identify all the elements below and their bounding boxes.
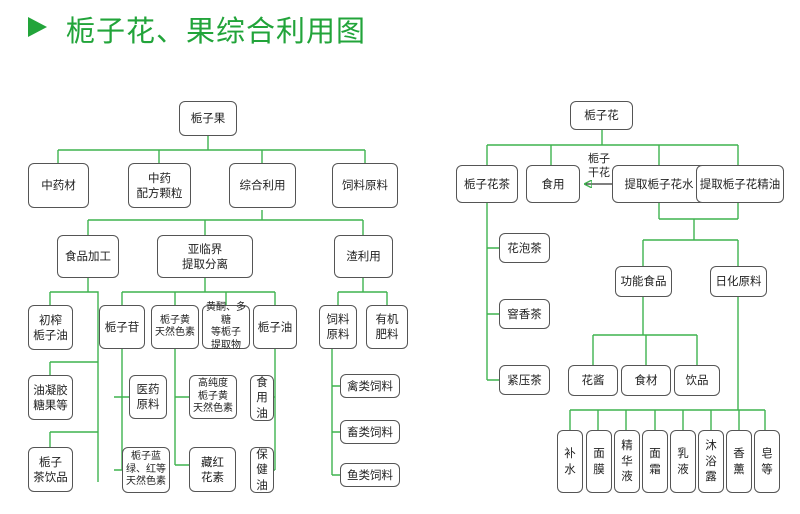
dried-flower-label: 栀子 干花 <box>588 152 610 179</box>
gardenia-yellow-box: 栀子黄 天然色素 <box>151 305 199 349</box>
compressed-tea-box: 紧压茶 <box>499 365 550 395</box>
feed-material-box: 饲料原料 <box>332 163 398 208</box>
tcm-material-box: 中药材 <box>28 163 89 208</box>
tcm-granules-box: 中药 配方颗粒 <box>128 163 191 208</box>
blue-green-pigment-box: 栀子蓝 绿、红等 天然色素 <box>122 447 170 493</box>
fish-feed-box: 鱼类饲料 <box>340 463 400 487</box>
brewed-tea-box: 花泡茶 <box>499 233 550 263</box>
flavonoid-extract-box: 黄酮、多糖 等栀子 提取物 <box>202 302 250 351</box>
pharma-material-box: 医药 原料 <box>129 375 167 419</box>
body-wash-box: 沐 浴 露 <box>698 430 724 493</box>
edible-oil-box: 食 用 油 <box>250 375 274 421</box>
gardenoside-box: 栀子苷 <box>99 305 145 349</box>
title-arrow-icon <box>28 17 47 37</box>
food-ingredient-box: 食材 <box>621 365 671 396</box>
face-mask-box: 面 膜 <box>586 430 612 493</box>
comprehensive-use-box: 综合利用 <box>229 163 296 208</box>
essence-box: 精 华 液 <box>614 430 640 493</box>
food-processing-box: 食品加工 <box>57 235 119 278</box>
essential-oil-box: 提取栀子花精油 <box>696 165 784 203</box>
residue-feed-box: 饲料 原料 <box>319 305 357 349</box>
flower-root-box: 栀子花 <box>570 101 633 130</box>
organic-fertilizer-box: 有机 肥料 <box>366 305 408 349</box>
edible-box: 食用 <box>526 165 580 203</box>
virgin-gardenia-oil-box: 初榨 栀子油 <box>28 305 73 350</box>
page-title: 栀子花、果综合利用图 <box>66 14 367 48</box>
beverage-box: 饮品 <box>674 365 720 396</box>
high-purity-yellow-box: 高纯度 栀子黄 天然色素 <box>189 375 237 419</box>
residue-use-box: 渣利用 <box>334 235 393 278</box>
lotion-box: 乳 液 <box>670 430 696 493</box>
livestock-feed-box: 畜类饲料 <box>340 420 400 444</box>
subcritical-extraction-box: 亚临界 提取分离 <box>157 235 253 278</box>
functional-food-box: 功能食品 <box>615 266 672 297</box>
fruit-root-box: 栀子果 <box>179 101 237 136</box>
face-cream-box: 面 霜 <box>642 430 668 493</box>
crocin-box: 藏红 花素 <box>189 447 236 492</box>
gardenia-tea-drink-box: 栀子 茶饮品 <box>28 447 73 492</box>
aroma-box: 香 薰 <box>726 430 752 493</box>
hydration-box: 补 水 <box>557 430 583 493</box>
oleogel-candy-box: 油凝胶 糖果等 <box>28 375 73 420</box>
flower-tea-box: 栀子花茶 <box>456 165 518 203</box>
soap-box: 皂 等 <box>754 430 780 493</box>
flower-water-box: 提取栀子花水 <box>612 165 706 203</box>
scented-tea-box: 窨香茶 <box>499 299 550 329</box>
gardenia-oil-box: 栀子油 <box>253 305 297 349</box>
flower-sauce-box: 花酱 <box>568 365 618 396</box>
daily-chemical-box: 日化原料 <box>710 266 767 297</box>
poultry-feed-box: 禽类饲料 <box>340 374 400 398</box>
health-oil-box: 保 健 油 <box>250 447 274 493</box>
